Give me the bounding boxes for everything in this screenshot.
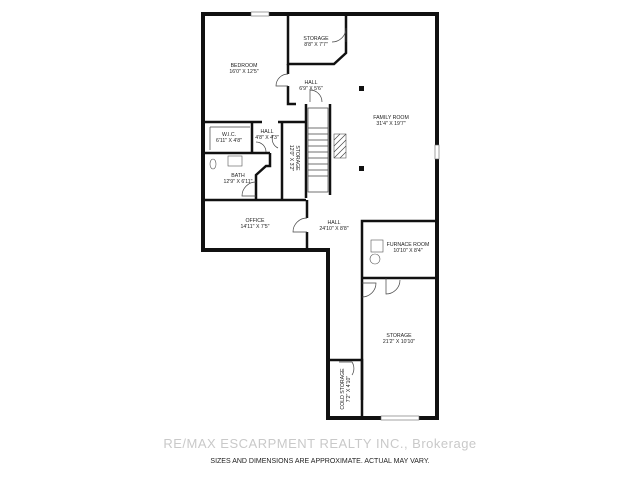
door [292, 217, 308, 233]
sink [227, 155, 243, 167]
shelf [209, 126, 250, 150]
family-room-size: 31'4" X 19'7" [376, 121, 405, 127]
wic-size: 6'11" X 4'8" [216, 138, 242, 144]
door [309, 89, 323, 103]
furnace [370, 239, 384, 253]
door [241, 181, 257, 197]
door [361, 278, 401, 298]
hall-small-size: 4'8" X 4'3" [255, 135, 279, 141]
hall-main-size: 24'10" X 8'8" [319, 226, 348, 232]
furnace-room-name: FURNACE ROOM [387, 242, 430, 248]
water-heater [369, 253, 381, 265]
toilet [209, 158, 217, 170]
office-name: OFFICE [245, 218, 265, 224]
window [380, 415, 420, 421]
door [275, 73, 289, 87]
fireplace-hatch [333, 133, 347, 159]
furnace-room-size: 10'10" X 8'4" [393, 248, 422, 254]
storage-closet-name: STORAGE [294, 145, 300, 171]
room-labels: BEDROOM 16'0" X 12'5" STORAGE 8'8" X 7'7… [216, 36, 429, 410]
wall [203, 120, 306, 200]
door [339, 361, 355, 376]
family-room-name: FAMILY ROOM [373, 115, 409, 121]
window [250, 11, 270, 17]
wall [360, 219, 437, 400]
bedroom-size: 16'0" X 12'5" [229, 69, 258, 75]
storage-bottom-size: 21'2" X 10'10" [383, 339, 415, 345]
hall-top-name: HALL [305, 80, 318, 86]
stairs [307, 107, 329, 193]
stair-wall [304, 104, 332, 198]
bath-name: BATH [231, 173, 245, 179]
storage-top-size: 8'8" X 7'7" [304, 42, 328, 48]
cold-storage-name: COLD STORAGE [340, 368, 346, 410]
office-size: 14'11" X 7'5" [241, 224, 270, 230]
footnote: SIZES AND DIMENSIONS ARE APPROXIMATE. AC… [210, 458, 430, 465]
column [359, 166, 364, 171]
window [434, 144, 440, 160]
cold-storage-size: 7'2" X 4'10" [346, 376, 352, 403]
exterior-walls [201, 12, 439, 420]
hall-main-name: HALL [328, 220, 341, 226]
door [255, 134, 279, 153]
hall-small-name: HALL [261, 129, 274, 135]
hall-top-size: 6'9" X 5'6" [299, 86, 323, 92]
storage-bottom-name: STORAGE [386, 333, 412, 339]
wall [203, 153, 306, 202]
wall [328, 358, 364, 418]
bedroom-name: BEDROOM [231, 63, 258, 69]
bath-size: 12'9" X 6'11" [224, 179, 253, 185]
watermark: RE/MAX ESCARPMENT REALTY INC., Brokerage [163, 436, 477, 451]
column [359, 86, 364, 91]
door [331, 27, 347, 43]
storage-closet-size: 12'0" X 3'2" [288, 145, 294, 172]
wic-name: W.I.C. [222, 132, 236, 138]
storage-top-name: STORAGE [303, 36, 329, 42]
